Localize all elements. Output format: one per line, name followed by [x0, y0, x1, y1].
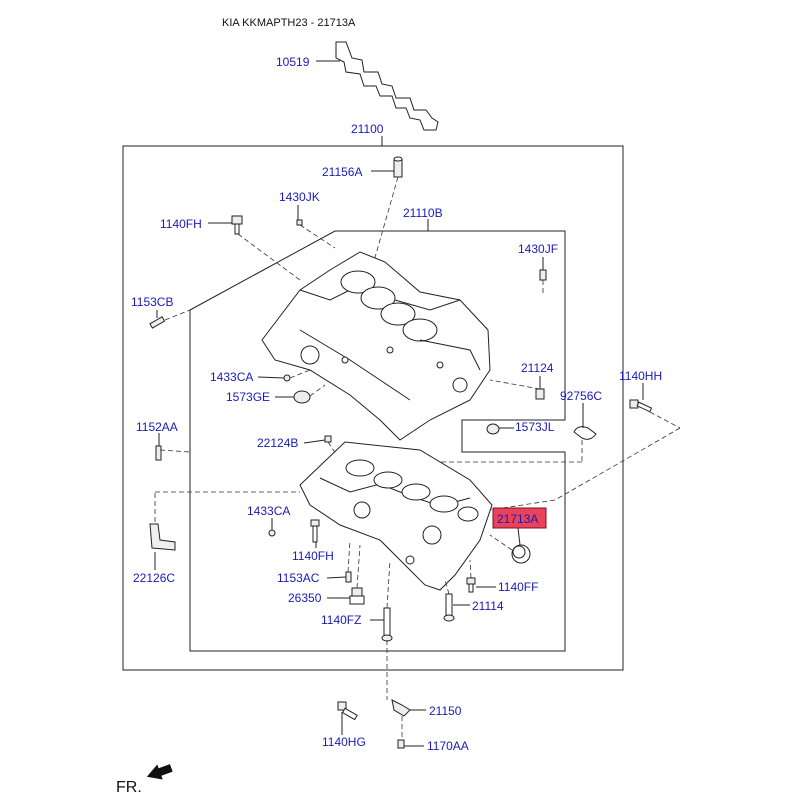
bolt-1170aa [397, 739, 405, 749]
part-label-1152aa[interactable]: 1152AA [136, 420, 178, 434]
part-label-22124b[interactable]: 22124B [257, 436, 298, 450]
lower-block [299, 441, 493, 591]
part-label-1153cb[interactable]: 1153CB [131, 295, 173, 309]
bolt-1140hh [629, 399, 653, 413]
bracket-21150 [391, 699, 411, 717]
part-label-26350[interactable]: 26350 [288, 591, 322, 605]
tube-21156a [393, 156, 403, 178]
part-label-1433ca-bottom[interactable]: 1433CA [247, 504, 290, 518]
part-label-21150[interactable]: 21150 [429, 704, 462, 718]
bolt-1140fh-bottom [310, 519, 320, 543]
clip-92756c [573, 426, 597, 440]
plug-21713a [511, 544, 531, 564]
part-label-92756c[interactable]: 92756C [560, 389, 602, 403]
part-label-21713a[interactable]: 21713A [497, 512, 538, 526]
assembly-frame-21110b [189, 230, 566, 652]
part-label-1140fh-bottom[interactable]: 1140FH [292, 549, 334, 563]
dowel-21124 [535, 388, 545, 400]
bolt-1140fh-top [231, 215, 243, 235]
pin-1152aa [155, 445, 162, 461]
pin-1430jk [296, 219, 303, 226]
part-label-1433ca-top[interactable]: 1433CA [210, 370, 253, 384]
dowel-1153ac [345, 571, 352, 583]
highlight-box-21713a [492, 507, 547, 529]
part-label-10519[interactable]: 10519 [276, 55, 310, 69]
part-label-1140hh[interactable]: 1140HH [619, 369, 662, 383]
part-label-1430jf[interactable]: 1430JF [518, 242, 558, 256]
part-label-1140ff[interactable]: 1140FF [498, 580, 538, 594]
part-label-1170aa[interactable]: 1170AA [427, 739, 469, 753]
part-label-1140fz[interactable]: 1140FZ [321, 613, 361, 627]
page-title: KIA KKMAPTH23 - 21713A [222, 17, 356, 29]
dowel-1153cb [149, 316, 166, 329]
bolt-21114 [443, 593, 455, 622]
part-label-21124[interactable]: 21124 [521, 361, 554, 375]
part-label-21110b[interactable]: 21110B [403, 206, 443, 220]
pipe-22126c [149, 523, 176, 551]
front-arrow-icon [146, 764, 173, 780]
part-label-22126c[interactable]: 22126C [133, 571, 175, 585]
part-label-21114[interactable]: 21114 [472, 599, 504, 613]
part-label-1140hg[interactable]: 1140HG [322, 735, 366, 749]
pin-1430jf [539, 269, 547, 281]
plug-1433ca-bottom [268, 529, 276, 537]
bolt-1140fz [381, 607, 393, 642]
front-direction-label: FR. [116, 779, 142, 796]
pin-22124b [324, 435, 332, 443]
part-label-1140fh-top[interactable]: 1140FH [160, 217, 202, 231]
part-label-1153ac[interactable]: 1153AC [277, 571, 320, 585]
bolt-1140ff [466, 577, 476, 593]
plug-1573jl [486, 423, 500, 435]
part-label-1430jk[interactable]: 1430JK [279, 190, 320, 204]
part-label-1573jl[interactable]: 1573JL [515, 420, 555, 434]
cylinder-block [261, 251, 491, 441]
part-label-1573ge[interactable]: 1573GE [226, 390, 270, 404]
plug-1433ca-top [283, 374, 291, 382]
part-label-21156a[interactable]: 21156A [322, 165, 362, 179]
plug-1573ge [293, 390, 311, 404]
assembly-frame-21100 [122, 145, 624, 671]
oil-jet-26350 [349, 587, 365, 605]
bolt-1140hg [337, 701, 358, 721]
gasket-10519 [335, 41, 439, 131]
part-label-21100[interactable]: 21100 [351, 122, 384, 136]
